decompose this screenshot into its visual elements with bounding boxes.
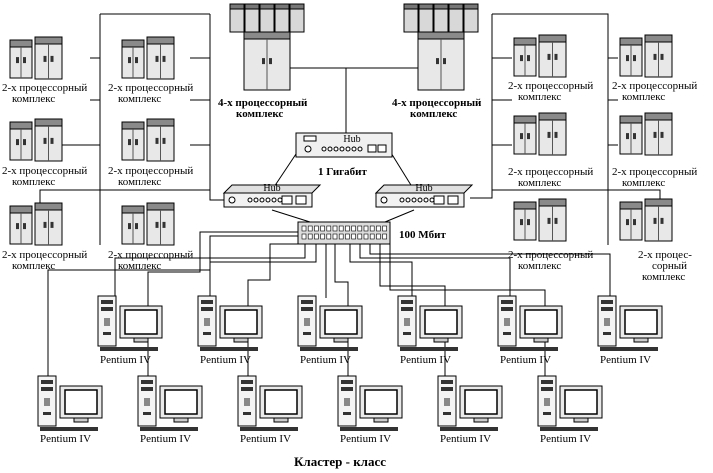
workstation-label: Pentium IV [300,354,351,366]
dual-processor-label: комплекс [622,91,665,103]
workstation-icon: Pentium IV [397,295,463,366]
dual-processor-label: 2-х процессорный [108,165,193,177]
workstation-icon: Pentium IV [197,295,263,366]
workstation-icon: Pentium IV [237,375,303,445]
workstation-icon: Pentium IV [537,375,603,445]
workstation-label: Pentium IV [140,433,191,445]
cable-line [384,209,415,223]
switch-icon [297,221,391,245]
dual-processor-alt-label: сорный [652,260,687,272]
dual-processor-label: 2-х процессорный [508,80,593,92]
workstation-icon: Pentium IV [97,295,163,366]
workstation-icon: Pentium IV [37,375,103,445]
dual-processor-label: комплекс [12,176,55,188]
dual-processor-label: комплекс [118,93,161,105]
hub-label: Hub [343,134,360,145]
cable-line [470,14,493,199]
hub-label: Hub [263,183,280,194]
workstation-icon: Pentium IV [437,375,503,445]
workstation-label: Pentium IV [600,354,651,366]
cable-line [209,240,317,298]
switch-speed-label: 100 Мбит [399,229,446,241]
dual-processor-label: комплекс [518,260,561,272]
dual-processor-label: комплекс [518,91,561,103]
cable-line [349,240,413,298]
dual-processor-label: 2-х процессорный [108,249,193,261]
dual-processor-label: 2-х процессорный [2,82,87,94]
hub-icon: Hub [295,132,393,158]
server-cabinet-icon [513,34,567,78]
workstation-icon: Pentium IV [297,295,363,366]
workstation-icon: Pentium IV [137,375,203,445]
dual-processor-alt-label: 2-х процес- [638,249,692,261]
dual-processor-label: 2-х процессорный [2,165,87,177]
server-cabinet-icon [121,36,175,80]
workstation-label: Pentium IV [200,354,251,366]
server-cabinet-icon [403,3,479,91]
workstation-label: Pentium IV [340,433,391,445]
cable-line [271,209,311,223]
cable-line [369,240,611,298]
dual-processor-label: комплекс [12,260,55,272]
workstation-label: Pentium IV [240,433,291,445]
server-cabinet-icon [121,202,175,246]
dual-processor-label: 2-х процессорный [508,166,593,178]
server-cabinet-icon [9,36,63,80]
dual-processor-label: 2-х процессорный [612,80,697,92]
cable-line [47,235,300,378]
workstation-label: Pentium IV [40,433,91,445]
dual-processor-label: комплекс [12,93,55,105]
dual-processor-label: 2-х процессорный [508,249,593,261]
dual-processor-label: комплекс [518,177,561,189]
dual-processor-alt-label: комплекс [642,271,685,283]
server-cabinet-icon [121,118,175,162]
hub-icon: Hub [374,183,474,208]
workstation-label: Pentium IV [540,433,591,445]
workstation-icon: Pentium IV [597,295,663,366]
hub-icon: Hub [222,183,322,208]
server-cabinet-icon [229,3,305,91]
dual-processor-label: комплекс [622,177,665,189]
cable-line [492,13,609,245]
workstation-label: Pentium IV [440,433,491,445]
hub-label: Hub [415,183,432,194]
workstation-label: Pentium IV [400,354,451,366]
dual-processor-label: 2-х процессорный [108,82,193,94]
quad-processor-label: 4-х процессорный [218,97,308,109]
gigabit-label: 1 Гигабит [318,166,368,178]
cable-line [359,240,511,298]
dual-processor-label: комплекс [118,260,161,272]
server-cabinet-icon [513,198,567,242]
dual-processor-label: 2-х процессорный [2,249,87,261]
workstation-label: Pentium IV [500,354,551,366]
workstation-icon: Pentium IV [497,295,563,366]
server-cabinet-icon [9,118,63,162]
workstation-icon: Pentium IV [337,375,403,445]
quad-processor-label: комплекс [236,108,283,120]
server-cabinet-icon [9,202,63,246]
server-cabinet-icon [619,34,673,78]
server-cabinet-icon [513,112,567,156]
server-cabinet-icon [619,112,673,156]
dual-processor-label: 2-х процессорный [612,166,697,178]
quad-processor-label: 4-х процессорный [392,97,482,109]
cable-line [39,189,210,205]
server-cabinet-icon [619,198,673,242]
dual-processor-label: комплекс [118,176,161,188]
quad-processor-label: комплекс [410,108,457,120]
workstation-label: Pentium IV [100,354,151,366]
cable-line [271,147,301,191]
diagram-caption: Кластер - класс [294,454,386,469]
cable-line [209,14,225,201]
